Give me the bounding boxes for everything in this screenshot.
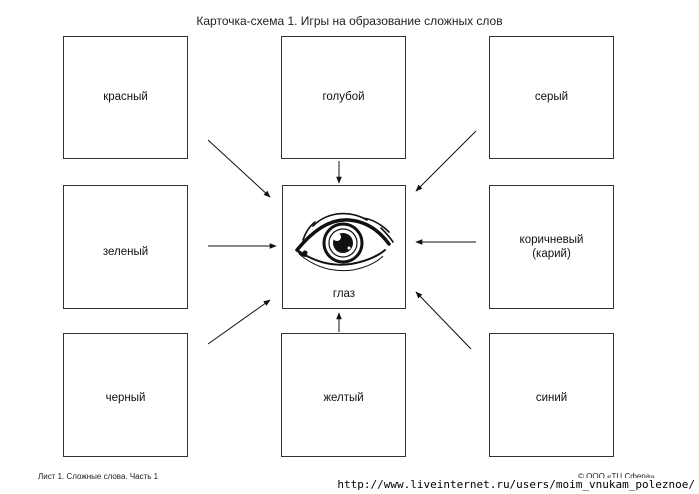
footer-sheet-label: Лист 1. Сложные слова. Часть 1 (38, 472, 159, 481)
card-zeleny: зеленый (63, 185, 188, 309)
card-siny: синий (489, 333, 614, 457)
card-goluboy: голубой (281, 36, 406, 159)
arrow-bottom-right (415, 291, 472, 350)
footer-copyright: © ООО «ТЦ Сфера» (578, 472, 655, 481)
card-label: черный (105, 392, 146, 404)
card-label: синий (535, 392, 568, 404)
arrow-top-right (415, 130, 477, 192)
card-label: глаз (332, 288, 356, 300)
card-label-line1: коричневый (519, 234, 584, 246)
page-title: Карточка-схема 1. Игры на образование сл… (196, 14, 503, 28)
card-label: зеленый (102, 246, 149, 258)
card-krasny: красный (63, 36, 188, 159)
card-cherny: черный (63, 333, 188, 457)
arrow-bottom-left (207, 299, 271, 345)
card-label: серый (534, 91, 569, 103)
watermark-url: http://www.liveinternet.ru/users/moim_vn… (337, 478, 695, 491)
arrow-top-left (207, 139, 271, 198)
card-korichnevy: коричневый (карий) (489, 185, 614, 309)
card-label: красный (103, 91, 148, 103)
card-label: желтый (323, 392, 364, 404)
eye-icon (295, 212, 394, 272)
card-label-line2: (карий) (532, 248, 571, 260)
card-label: голубой (322, 91, 365, 103)
card-zhelty: желтый (281, 333, 406, 457)
card-sery: серый (489, 36, 614, 159)
